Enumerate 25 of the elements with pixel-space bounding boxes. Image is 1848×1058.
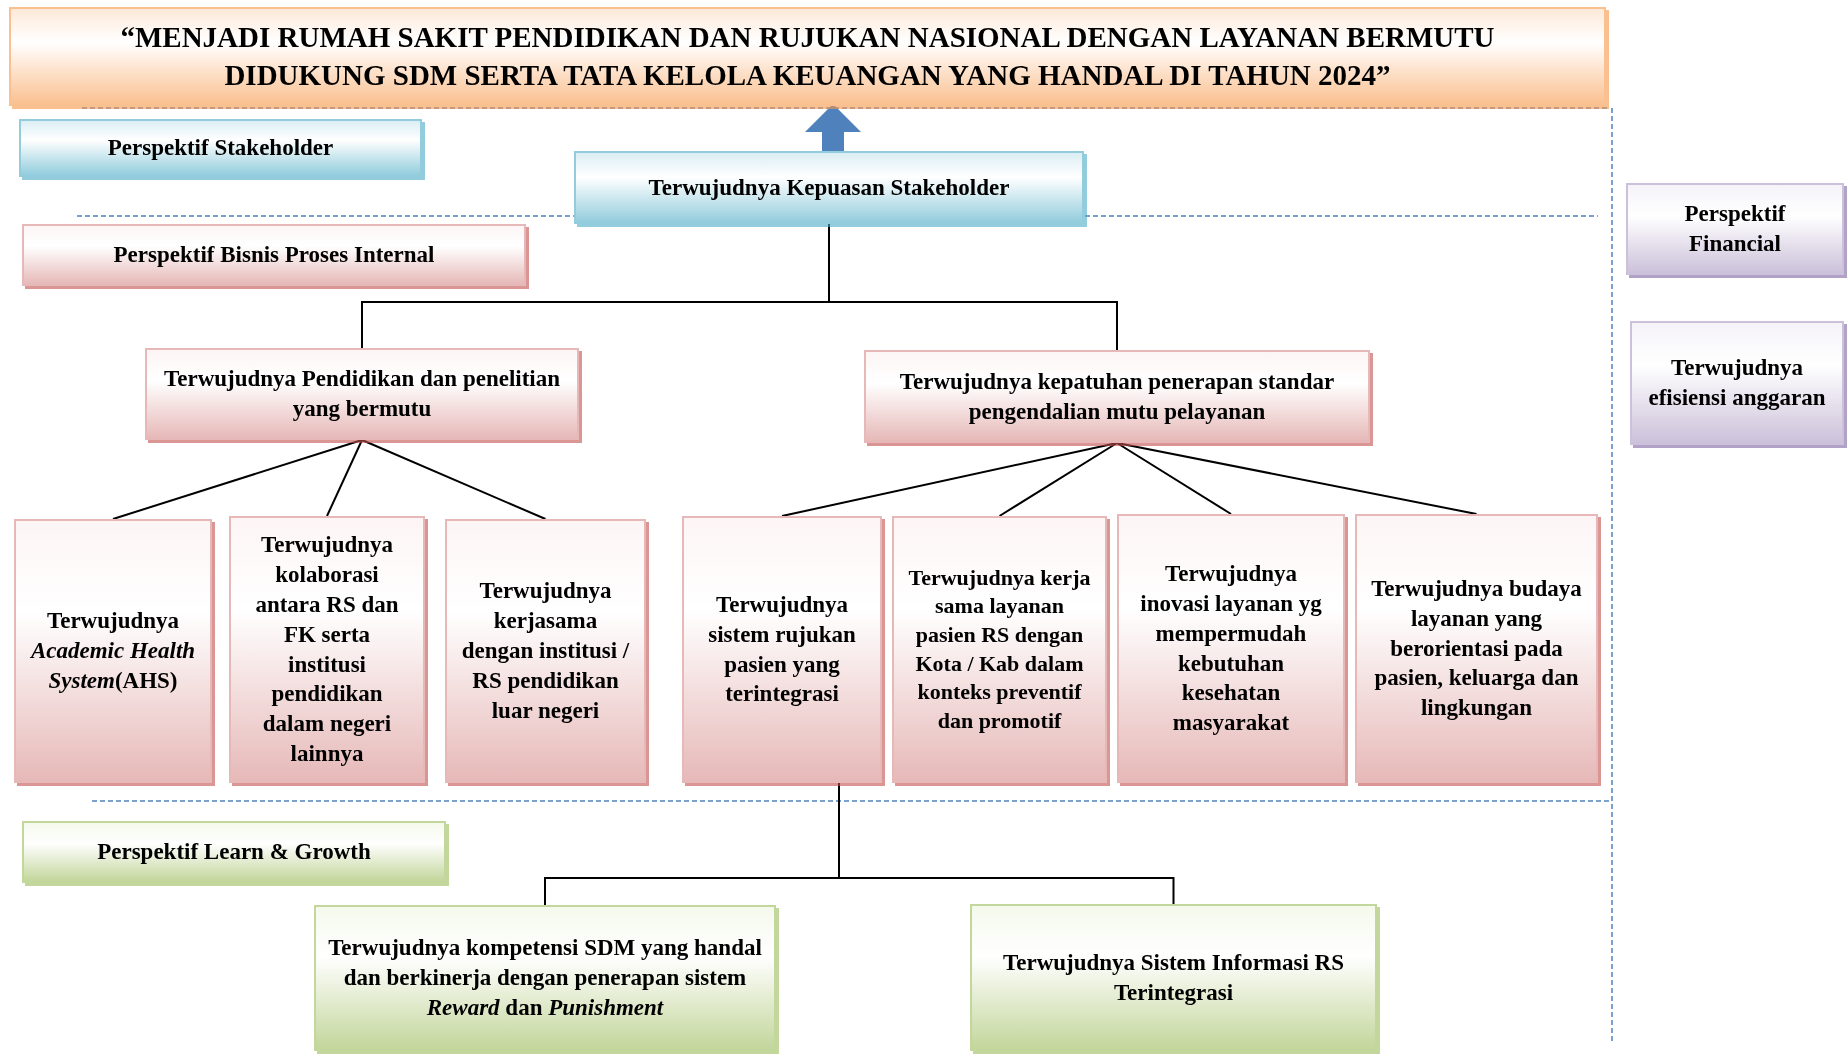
objective-box: Terwujudnya kerja sama layanan pasien RS dengan Kota / Kab dalam konteks preventif dan promotif [892,516,1107,783]
arrow [805,104,861,151]
perspective-label: Perspektif Learn & Growth [22,821,446,883]
objective-box: Terwujudnya Pendidikan dan penelitian yang bermutu [145,348,579,440]
objective-box: Terwujudnya sistem rujukan pasien yang terintegrasi [682,516,882,783]
perspective-label: Perspektif Bisnis Proses Internal [22,224,526,286]
connector-line [1116,442,1232,515]
objective-box: Terwujudnya efisiensi anggaran [1630,321,1844,445]
connector-line [112,439,363,520]
objective-box: Terwujudnya kolaborasi antara RS dan FK serta institusi pendidikan dalam negeri lainnya [229,516,425,783]
connector-line [361,439,547,520]
vision-banner: “MENJADI RUMAH SAKIT PENDIDIKAN DAN RUJUKAN NASIONAL DENGAN LAYANAN BERMUTU DIDUKUNG SDM SERTA TATA KELOLA KEUANGAN YANG HANDAL DI TAHUN 2024” [9,7,1606,106]
objective-box: Terwujudnya kerjasama dengan institusi / RS pendidikan luar negeri [445,519,646,783]
objective-box: Terwujudnya Kepuasan Stakeholder [574,151,1084,224]
objective-box: Terwujudnya kompetensi SDM yang handal dan berkinerja dengan penerapan sistem Reward dan Punishment [314,905,776,1051]
objective-box: Terwujudnya Sistem Informasi RS Terintegrasi [970,904,1377,1051]
connector-line [1116,442,1478,515]
connector-line [998,442,1118,517]
objective-box: Terwujudnya budaya layanan yang berorientasi pada pasien, keluarga dan lingkungan [1355,514,1598,783]
perspective-label: Perspektif Financial [1626,183,1844,275]
perspective-label: Perspektif Stakeholder [19,119,422,177]
connector-line [326,439,363,517]
objective-box: Terwujudnya inovasi layanan yg mempermudah kebutuhan kesehatan masyarakat [1117,514,1345,783]
objective-box: Terwujudnya Academic Health System(AHS) [14,519,212,783]
objective-box: Terwujudnya kepatuhan penerapan standar pengendalian mutu pelayanan [864,350,1370,443]
